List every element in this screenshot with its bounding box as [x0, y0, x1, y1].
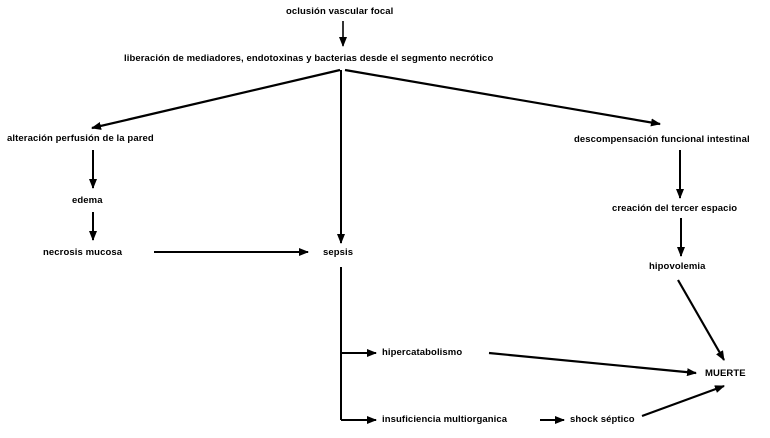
node-oclusion-vascular-focal: oclusión vascular focal: [286, 6, 394, 17]
node-hipercatabolismo: hipercatabolismo: [382, 347, 463, 358]
node-shock-septico: shock séptico: [570, 414, 635, 425]
node-hipovolemia: hipovolemia: [649, 261, 706, 272]
arrow-liberacion-to-descompensacion: [344, 68, 661, 127]
node-liberacion-mediadores: liberación de mediadores, endotoxinas y …: [124, 53, 494, 64]
node-descompensacion-funcional: descompensación funcional intestinal: [574, 134, 750, 145]
node-edema: edema: [72, 195, 103, 206]
node-alteracion-perfusion: alteración perfusión de la pared: [7, 133, 154, 144]
arrow-shock-to-muerte: [641, 384, 725, 418]
node-creacion-tercer-espacio: creación del tercer espacio: [612, 203, 738, 214]
arrow-hipovolemia-to-muerte: [677, 279, 725, 361]
node-insuficiencia-multiorganica: insuficiencia multiorganica: [382, 414, 508, 425]
node-muerte: MUERTE: [705, 368, 746, 379]
arrow-hipercatabolismo-to-muerte: [488, 351, 697, 377]
node-necrosis-mucosa: necrosis mucosa: [43, 247, 123, 258]
arrow-liberacion-to-alteracion: [91, 68, 341, 130]
node-sepsis: sepsis: [323, 247, 354, 258]
